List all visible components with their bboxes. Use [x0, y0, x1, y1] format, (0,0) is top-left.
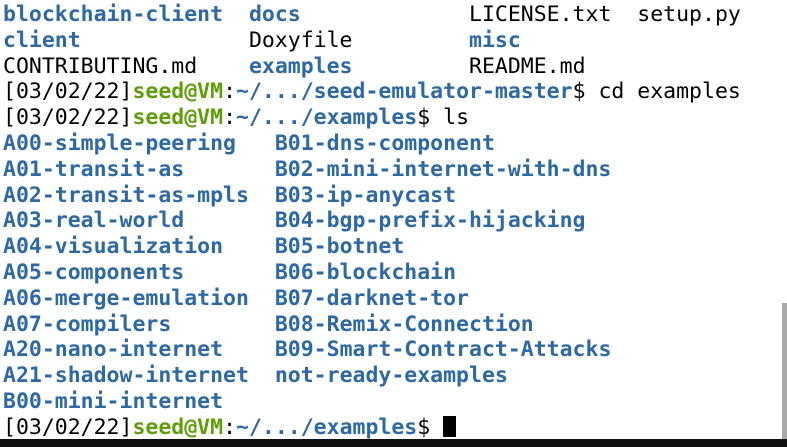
terminal-line: A07-compilers B08-Remix-Connection	[3, 312, 787, 338]
directory-name: examples	[248, 53, 353, 79]
terminal-text	[184, 260, 275, 285]
directory-name: misc	[469, 27, 521, 53]
terminal-text: :	[223, 105, 237, 131]
terminal-text	[236, 131, 275, 156]
terminal-text	[249, 286, 275, 311]
directory-name: B03-ip-anycast	[274, 182, 457, 208]
directory-name: A01-transit-as	[3, 156, 185, 182]
directory-name: A02-transit-as-mpls	[3, 182, 249, 208]
terminal-text: [03/02/22]	[3, 105, 133, 131]
terminal-text	[184, 208, 275, 233]
terminal-text: [03/02/22]	[3, 79, 133, 105]
terminal-line: A04-visualization B05-botnet	[3, 234, 787, 260]
directory-name: B06-blockchain	[274, 259, 457, 285]
terminal-text: $ ls	[417, 105, 470, 131]
prompt-user-host: seed@VM	[132, 105, 224, 131]
terminal-line: A01-transit-as B02-mini-internet-with-dn…	[3, 157, 787, 183]
terminal-cursor	[443, 415, 457, 437]
terminal-text	[223, 234, 275, 259]
directory-name: A07-compilers	[3, 311, 172, 337]
directory-name: A21-shadow-internet	[3, 363, 249, 389]
directory-name: client	[3, 27, 81, 53]
prompt-user-host: seed@VM	[132, 414, 224, 440]
terminal-line: A05-components B06-blockchain	[3, 260, 787, 286]
terminal-text: Doxyfile	[80, 27, 469, 53]
directory-name: B02-mini-internet-with-dns	[274, 156, 612, 182]
directory-name: B01-dns-component	[274, 130, 495, 156]
terminal-line: client Doxyfile misc	[3, 28, 787, 54]
terminal-line: CONTRIBUTING.md examples README.md	[3, 54, 787, 80]
directory-name: B04-bgp-prefix-hijacking	[274, 208, 586, 234]
scrollbar-thumb[interactable]	[782, 303, 787, 439]
directory-name: not-ready-examples	[274, 363, 508, 389]
directory-name: A06-merge-emulation	[3, 285, 249, 311]
terminal-line: A20-nano-internet B09-Smart-Contract-Att…	[3, 337, 787, 363]
terminal-line: [03/02/22]seed@VM:~/.../examples$ ls	[3, 105, 787, 131]
directory-name: blockchain-client	[3, 2, 224, 27]
terminal-line: blockchain-client docs LICENSE.txt setup…	[3, 2, 787, 28]
terminal-line: A21-shadow-internet not-ready-examples	[3, 363, 787, 389]
terminal-line: A03-real-world B04-bgp-prefix-hijacking	[3, 208, 787, 234]
terminal-line: [03/02/22]seed@VM:~/.../examples$	[3, 415, 787, 441]
directory-name: A04-visualization	[3, 234, 224, 260]
directory-name: B07-darknet-tor	[274, 285, 470, 311]
directory-name: A03-real-world	[3, 208, 185, 234]
terminal-line: A00-simple-peering B01-dns-component	[3, 131, 787, 157]
terminal-text	[184, 157, 275, 182]
terminal-text	[249, 363, 275, 388]
directory-name: ~/.../examples	[236, 414, 418, 440]
terminal-text: [03/02/22]	[3, 414, 133, 440]
directory-name: B05-botnet	[274, 234, 405, 260]
terminal-text: :	[223, 79, 237, 105]
prompt-user-host: seed@VM	[132, 79, 224, 105]
directory-name: A20-nano-internet	[3, 337, 224, 363]
terminal-text: $	[417, 414, 444, 440]
terminal-text: CONTRIBUTING.md	[3, 53, 249, 79]
window-edge	[0, 439, 787, 447]
directory-name: B09-Smart-Contract-Attacks	[274, 337, 612, 363]
terminal-text: $ cd examples	[572, 79, 741, 105]
terminal-text: README.md	[352, 53, 586, 79]
terminal-text	[171, 312, 275, 337]
directory-name: B00-mini-internet	[3, 388, 224, 414]
terminal-text: LICENSE.txt setup.py	[300, 2, 741, 27]
directory-name: docs	[248, 2, 301, 27]
terminal-line: A02-transit-as-mpls B03-ip-anycast	[3, 183, 787, 209]
terminal-text: :	[223, 414, 237, 440]
directory-name: B08-Remix-Connection	[274, 311, 534, 337]
directory-name: A05-components	[3, 259, 185, 285]
directory-name: ~/.../seed-emulator-master	[236, 79, 573, 105]
terminal-text	[223, 337, 275, 362]
terminal-line: [03/02/22]seed@VM:~/.../seed-emulator-ma…	[3, 79, 787, 105]
directory-name: ~/.../examples	[236, 105, 418, 131]
directory-name: A00-simple-peering	[3, 130, 236, 156]
terminal-line: A06-merge-emulation B07-darknet-tor	[3, 286, 787, 312]
terminal-text	[223, 2, 249, 27]
terminal-text	[249, 183, 275, 208]
terminal-line: B00-mini-internet	[3, 389, 787, 415]
